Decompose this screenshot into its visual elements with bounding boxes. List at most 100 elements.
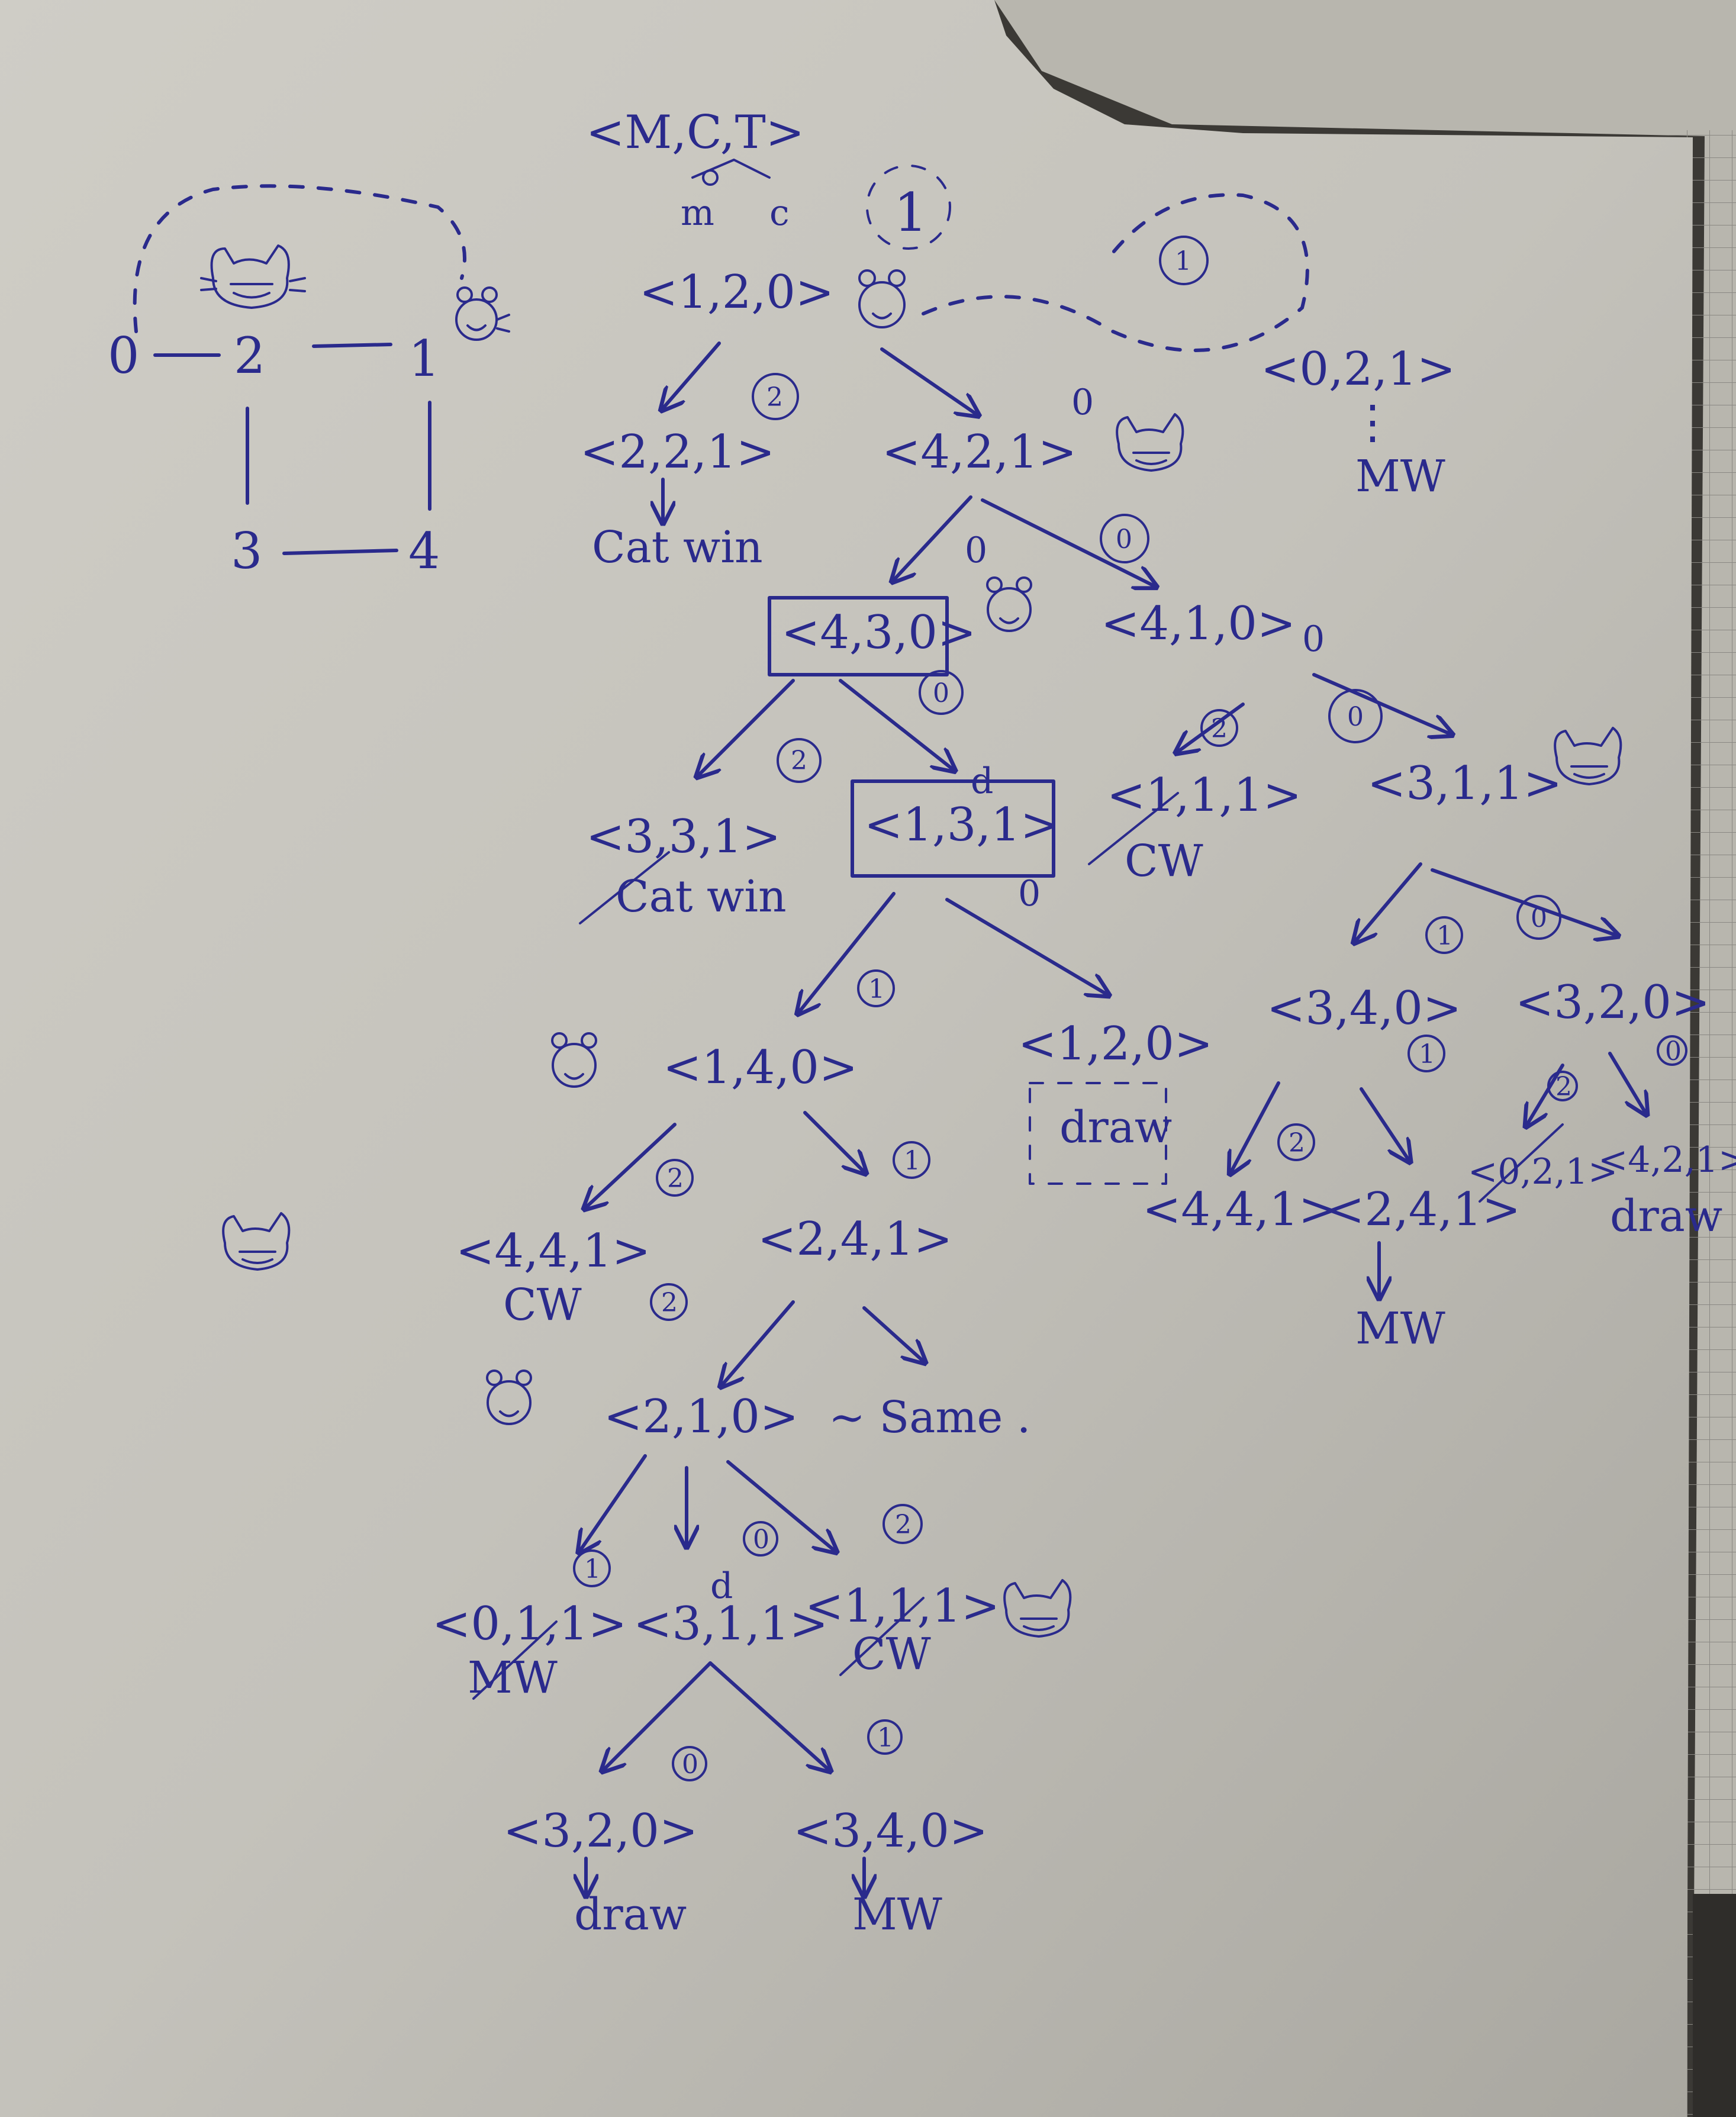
mouse-icon-graph: [455, 286, 510, 341]
circle-1-d: [857, 969, 895, 1007]
ellipsis: ⋮: [1349, 396, 1396, 449]
node-4-2-1: <4,2,1>: [882, 426, 1077, 479]
result-cat-win-1: Cat win: [592, 522, 763, 573]
node-2-2-1: <2,2,1>: [580, 426, 775, 479]
header-node-dot: [702, 169, 719, 186]
box-draw: [1029, 1082, 1167, 1185]
result-cw-a: CW: [1125, 836, 1203, 887]
arrow-to-120b: [945, 898, 1107, 994]
loop-circled-text: 1: [1175, 246, 1191, 276]
arrow-to-140: [799, 892, 896, 1012]
arrow-to-320b: [604, 1661, 712, 1770]
mouse-icon: [486, 1370, 532, 1425]
circle-0-j-text: 0: [753, 1525, 769, 1555]
node-2-4-1: <2,4,1>: [758, 1213, 952, 1266]
result-same: ~ Same .: [829, 1392, 1030, 1443]
circle-0-h: [1657, 1035, 1687, 1066]
circle-1-i-text: 2: [661, 1288, 678, 1318]
circle-1-f: [893, 1141, 930, 1179]
node-3-4-0-b: <3,4,0>: [793, 1805, 988, 1858]
edge-2-1: [312, 343, 392, 348]
node-1-4-0: <1,4,0>: [663, 1041, 858, 1094]
circle-1-k: [867, 1719, 903, 1755]
sup-0-421: 0: [1071, 382, 1094, 423]
circle-1-j: [573, 1549, 611, 1587]
result-cw-c: CW: [852, 1629, 931, 1680]
start-circle: [866, 165, 951, 250]
circle-0-e: [1516, 895, 1561, 940]
result-mw-b: MW: [1355, 1303, 1445, 1354]
graph-illustration: 0 2 1 3 4: [108, 184, 510, 580]
circle-1-k-text: 1: [877, 1723, 894, 1753]
circle-1-i: [650, 1283, 688, 1321]
mouse-icon: [986, 576, 1032, 632]
result-mw-top: MW: [1355, 451, 1445, 502]
strike-011: [472, 1620, 558, 1700]
arrow-to-340b: [708, 1661, 829, 1770]
node-0-2-1: <0,2,1>: [1261, 343, 1455, 396]
arrow-to-221: [663, 341, 721, 408]
arrow-to-441b: [1231, 1081, 1280, 1172]
circle-0-a-text: 0: [1116, 524, 1132, 555]
circle-0-h-text: 0: [1665, 1036, 1682, 1066]
arrow-to-same: [862, 1306, 923, 1361]
cat-icon: [1116, 413, 1184, 472]
node-2-1-0: <2,1,0>: [604, 1390, 798, 1443]
loop-circled: [1159, 236, 1209, 285]
circle-2-b-text: 2: [791, 746, 807, 776]
node-1-1-1-b: <1,1,1>: [805, 1580, 1000, 1633]
circle-2-a: [752, 373, 799, 420]
result-cw-b: CW: [503, 1280, 582, 1330]
circle-2-g: [1277, 1123, 1315, 1161]
result-mw-c: MW: [468, 1652, 558, 1703]
cat-icon: [1554, 727, 1622, 785]
result-mw-d: MW: [852, 1889, 942, 1940]
arrow-to-340a: [1355, 862, 1422, 941]
arrow-to-241b: [1360, 1087, 1409, 1160]
circle-2-g-text: 2: [1289, 1128, 1305, 1158]
node-3-4-0-a: <3,4,0>: [1267, 982, 1461, 1035]
sup-0-d: 0: [1018, 873, 1041, 914]
circle-0-a: [1100, 514, 1149, 563]
start-circled-number: 1: [894, 182, 927, 244]
node-4-2-1-b: <4,2,1>: [1598, 1139, 1736, 1181]
node-4-1-0: <4,1,0>: [1101, 597, 1296, 650]
node-4-4-1-b: <4,4,1>: [1142, 1183, 1337, 1236]
circle-3-c: [1200, 709, 1238, 747]
circle-2-j-text: 2: [895, 1510, 912, 1540]
arrow-to-111a: [1178, 703, 1245, 752]
strike-111a: [1088, 792, 1179, 865]
graph-node-3: 3: [231, 522, 262, 580]
arrow-to-131: [839, 679, 953, 769]
circle-1-e: [1425, 916, 1463, 954]
node-4-3-0: <4,3,0>: [781, 606, 976, 659]
arrow-to-311a: [1312, 673, 1450, 734]
circle-0-c: [1328, 689, 1383, 743]
arrow-to-011: [580, 1454, 647, 1551]
circle-3-c-text: 2: [1211, 714, 1228, 744]
circle-2-f: [656, 1159, 694, 1197]
node-3-3-1: <3,3,1>: [586, 810, 781, 863]
node-1-2-0-b: <1,2,0>: [1018, 1017, 1213, 1071]
circle-1-f-text: 1: [904, 1146, 920, 1176]
circle-2-j: [883, 1504, 923, 1544]
result-draw-c: draw: [574, 1889, 687, 1940]
circle-1-g-text: 1: [1419, 1039, 1435, 1069]
circle-2-h-text: 2: [1555, 1072, 1572, 1102]
circle-0-j: [743, 1521, 778, 1557]
circle-2-b: [777, 738, 822, 783]
arrow-to-410: [981, 498, 1154, 586]
circle-1-j-text: 1: [584, 1554, 601, 1584]
node-3-1-1-b: <3,1,1>: [633, 1597, 828, 1651]
box-1-3-1: [851, 779, 1055, 878]
cat-icon: [222, 1212, 291, 1271]
cat-icon: [1003, 1579, 1072, 1638]
arrow-to-421b: [1608, 1052, 1645, 1113]
strike-331: [579, 851, 670, 924]
dark-corner: [1693, 1894, 1736, 2117]
circle-0-b: [919, 670, 964, 715]
circle-0-k: [672, 1746, 707, 1781]
node-3-2-0-b: <3,2,0>: [503, 1805, 698, 1858]
result-draw-b: draw: [1610, 1191, 1722, 1242]
